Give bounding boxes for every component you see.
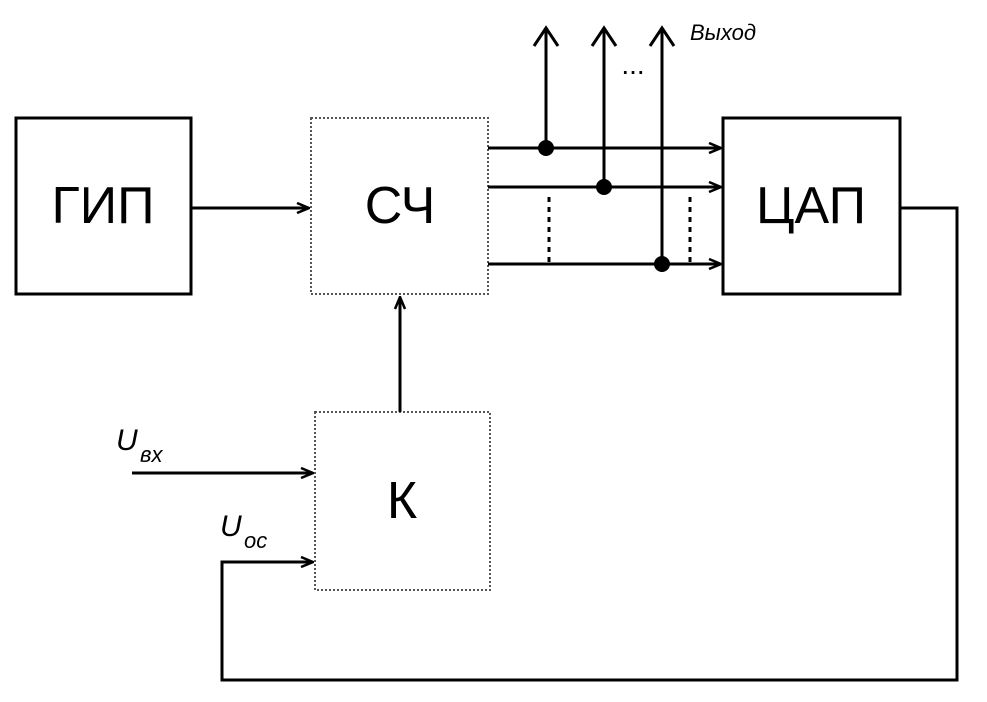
gip-label: ГИП [52,177,155,235]
sch-block: СЧ [310,117,489,295]
tsap-label: ЦАП [756,177,866,235]
output-ellipsis: ... [621,49,644,80]
sch-label: СЧ [365,177,435,235]
output-arrowhead-2 [590,25,618,47]
k-block: К [314,411,491,591]
tsap-block: ЦАП [721,116,902,296]
feedback-wire [220,206,959,682]
output-label: Выход [690,20,756,45]
junction-dot-n [654,256,670,272]
junction-dot-1 [538,140,554,156]
u-fb-main: U [220,510,242,543]
junction-dot-2 [596,179,612,195]
output-arrowhead-1 [532,25,560,47]
u-fb-sub: ос [244,528,267,553]
u-in-main: U [116,424,138,457]
u-in-sub: вх [140,442,163,467]
u-fb-label: U ос [220,510,267,553]
output-arrowhead-n [648,25,676,47]
u-in-label: U вх [116,424,163,467]
gip-block: ГИП [14,116,193,296]
k-label: К [387,472,417,530]
